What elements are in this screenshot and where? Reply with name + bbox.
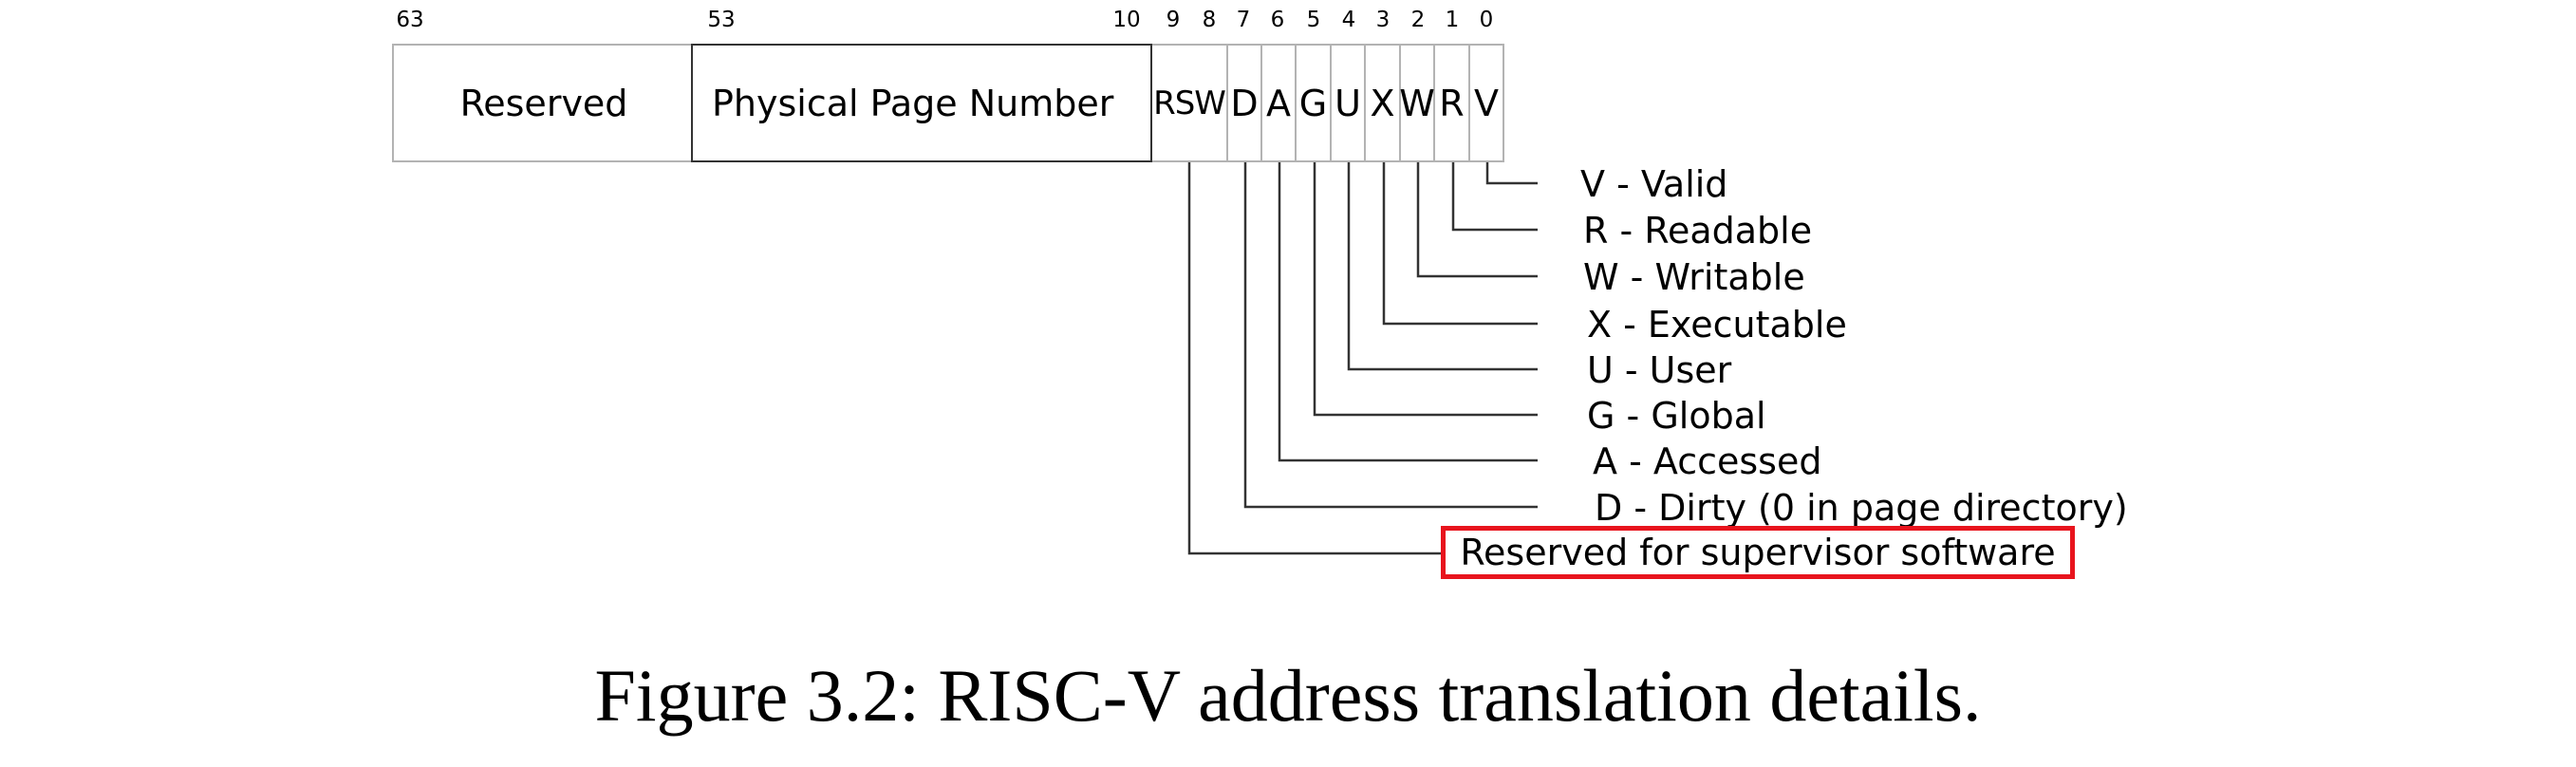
legend-r: R - Readable [1583, 210, 1813, 252]
bit-number-6: 6 [1270, 8, 1285, 32]
legend-g: G - Global [1587, 395, 1766, 437]
bit-number-9: 9 [1166, 8, 1181, 32]
field-ppn-label: Physical Page Number [712, 82, 1114, 124]
leader-r [1451, 162, 1538, 232]
legend-x: X - Executable [1587, 304, 1847, 346]
leader-a [1278, 162, 1538, 462]
field-g-label: G [1298, 82, 1328, 124]
field-x: X [1366, 44, 1401, 162]
bit-number-0: 0 [1479, 8, 1494, 32]
field-a-label: A [1266, 82, 1291, 124]
field-a: A [1262, 44, 1297, 162]
legend-w: W - Writable [1583, 256, 1805, 298]
leader-d [1243, 162, 1538, 509]
bit-number-8: 8 [1202, 8, 1217, 32]
field-w-label: W [1399, 82, 1435, 124]
leader-u [1347, 162, 1538, 371]
legend-d: D - Dirty (0 in page directory) [1595, 487, 2128, 529]
bit-number-53: 53 [707, 8, 736, 32]
bit-number-5: 5 [1306, 8, 1321, 32]
bit-number-4: 4 [1341, 8, 1356, 32]
field-v: V [1470, 44, 1504, 162]
field-r: R [1435, 44, 1470, 162]
field-rsw: RSW [1152, 44, 1228, 162]
field-v-label: V [1474, 82, 1499, 124]
field-d: D [1228, 44, 1262, 162]
field-d-label: D [1230, 82, 1259, 124]
highlight-box: Reserved for supervisor software [1441, 526, 2075, 579]
field-x-label: X [1370, 82, 1395, 124]
legend-u: U - User [1587, 349, 1732, 391]
bit-number-1: 1 [1445, 8, 1460, 32]
leader-rsw [1187, 162, 1441, 555]
field-w: W [1399, 44, 1435, 162]
field-ppn: Physical Page Number [691, 44, 1152, 162]
field-g: G [1297, 44, 1332, 162]
bit-number-3: 3 [1375, 8, 1391, 32]
bit-number-7: 7 [1236, 8, 1251, 32]
bit-number-2: 2 [1410, 8, 1426, 32]
bit-number-10: 10 [1112, 8, 1141, 32]
leader-x [1382, 162, 1538, 326]
field-rsw-label: RSW [1153, 84, 1226, 122]
legend-rsw: Reserved for supervisor software [1460, 532, 2056, 573]
bit-number-63: 63 [396, 8, 424, 32]
legend-v: V - Valid [1580, 163, 1728, 205]
figure-caption: Figure 3.2: RISC-V address translation d… [594, 654, 1982, 737]
legend-a: A - Accessed [1593, 440, 1822, 482]
field-reserved: Reserved [392, 44, 694, 162]
leader-v [1485, 162, 1538, 185]
field-r-label: R [1439, 82, 1465, 124]
leader-w [1416, 162, 1538, 278]
field-u: U [1332, 44, 1366, 162]
leader-g [1313, 162, 1538, 417]
field-reserved-label: Reserved [459, 82, 628, 124]
field-u-label: U [1335, 82, 1361, 124]
